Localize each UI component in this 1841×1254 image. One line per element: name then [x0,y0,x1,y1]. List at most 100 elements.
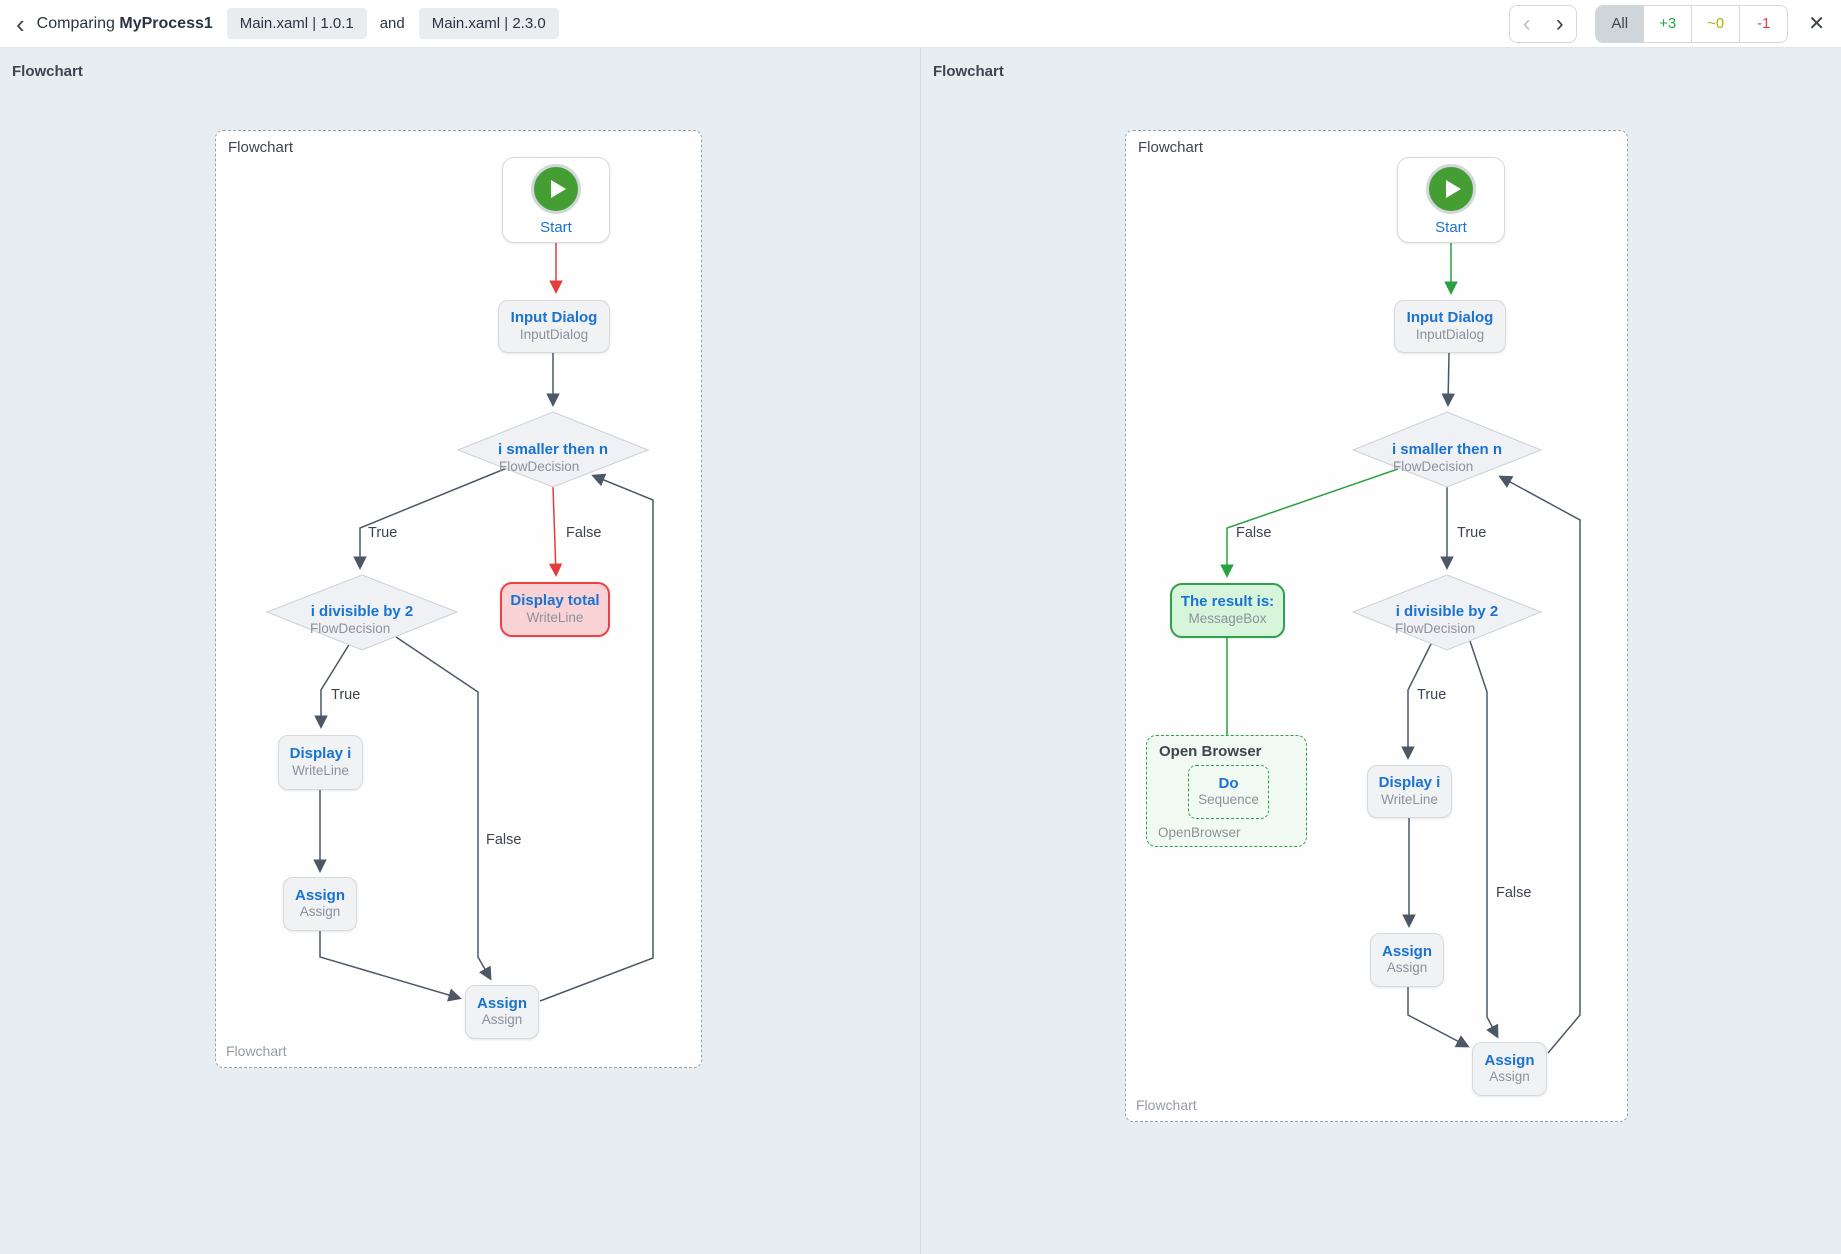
back-icon[interactable]: ‹ [16,8,25,39]
node-message-box-added[interactable]: The result is: MessageBox [1170,583,1285,638]
decision-title: i divisible by 2 [1396,603,1499,620]
filter-all-button[interactable]: All [1596,5,1644,42]
edge-decision2-false [1469,640,1499,1039]
node-input-dialog[interactable]: Input Dialog InputDialog [498,300,610,353]
decision-subtitle: FlowDecision [1393,459,1473,474]
panel-heading: Flowchart [933,63,1004,80]
panel-version-left: Flowchart Flowchart Flowchart i smaller … [0,0,920,1254]
node-input-dialog[interactable]: Input Dialog InputDialog [1394,300,1506,353]
node-title: Assign [476,994,527,1012]
node-assign-2[interactable]: Assign Assign [465,985,539,1039]
open-browser-title: Open Browser [1159,743,1262,760]
panel-heading: Flowchart [12,63,83,80]
edge-label-false: False [486,832,521,848]
node-subtitle: Assign [1386,960,1428,976]
node-title: Input Dialog [510,309,598,327]
node-subtitle: Sequence [1198,792,1259,808]
node-display-i[interactable]: Display i WriteLine [278,735,363,790]
play-icon [1426,164,1476,214]
start-label: Start [1435,219,1467,236]
node-start[interactable]: Start [502,157,610,243]
edge-label-false: False [566,525,601,541]
edge-decision2-false [395,636,492,981]
node-subtitle: MessageBox [1188,610,1267,626]
edge-loopback [539,473,654,1002]
diff-filter-group: All +3 ~0 -1 [1595,4,1789,43]
edge-assign-to-assign [1407,987,1470,1048]
node-subtitle: Assign [1489,1069,1530,1085]
node-display-i[interactable]: Display i WriteLine [1367,765,1452,818]
edge-decision1-true [353,467,508,570]
filter-removed-button[interactable]: -1 [1739,5,1787,42]
decision-i-divisible-by-2[interactable] [265,574,459,651]
panel-divider [920,48,921,1254]
node-subtitle: WriteLine [526,609,584,625]
diff-nav-group: ‹ › [1509,4,1578,43]
edge-label-true: True [1417,687,1446,703]
node-title: Assign [1381,942,1432,960]
filter-modified-button[interactable]: ~0 [1691,5,1739,42]
open-browser-footer: OpenBrowser [1158,825,1241,840]
edge-label-false: False [1236,525,1271,541]
node-subtitle: Assign [481,1012,523,1028]
edge-inputdialog-to-decision [1441,352,1455,407]
node-do-sequence[interactable]: Do Sequence [1188,765,1269,819]
node-subtitle: WriteLine [292,762,349,778]
edge-decision2-true [314,642,351,729]
decision-title: i divisible by 2 [311,603,414,620]
node-subtitle: WriteLine [1381,791,1438,807]
node-title: Display total [510,592,600,610]
conjunction-text: and [379,15,405,32]
node-display-total-removed[interactable]: Display total WriteLine [500,582,610,637]
right-flowchart-canvas: i smaller then n FlowDecision i divisibl… [1220,243,1581,1054]
edge-loopback [1498,475,1581,1054]
frame-label-top: Flowchart [1138,139,1204,156]
decision-subtitle: FlowDecision [499,459,579,474]
play-icon [531,164,581,214]
version-badge-right[interactable]: Main.xaml | 2.3.0 [418,8,559,39]
frame-label-top: Flowchart [228,139,294,156]
node-subtitle: Assign [299,904,341,920]
decision-i-smaller-then-n[interactable] [1351,411,1543,488]
node-title: Display i [1378,774,1441,792]
node-assign-1[interactable]: Assign Assign [283,877,357,931]
decision-subtitle: FlowDecision [1395,621,1475,636]
node-start[interactable]: Start [1397,157,1505,243]
node-title: The result is: [1180,593,1275,611]
edge-assign-to-assign [319,931,462,1002]
node-subtitle: InputDialog [519,326,589,342]
decision-i-divisible-by-2[interactable] [1351,574,1543,651]
open-browser-container-added[interactable]: Open Browser Do Sequence OpenBrowser [1146,735,1307,847]
page-title-prefix: Comparing [36,14,120,32]
panel-version-right: Flowchart Flowchart Flowchart i smaller … [921,0,1841,1254]
top-bar: ‹ Comparing MyProcess1 Main.xaml | 1.0.1… [0,0,1841,48]
version-badge-left[interactable]: Main.xaml | 1.0.1 [226,8,367,39]
edge-decision2-true [1401,641,1433,760]
node-title: Assign [1484,1051,1535,1069]
node-assign-2[interactable]: Assign Assign [1472,1042,1547,1096]
prev-diff-button[interactable]: ‹ [1522,9,1531,37]
node-assign-1[interactable]: Assign Assign [1370,933,1444,987]
node-title: Input Dialog [1406,309,1494,327]
start-label: Start [540,219,572,236]
node-title: Display i [289,745,352,763]
process-name: MyProcess1 [119,14,213,32]
next-diff-button[interactable]: › [1555,9,1564,37]
decision-subtitle: FlowDecision [310,621,390,636]
decision-title: i smaller then n [498,441,608,458]
frame-label-bottom: Flowchart [226,1043,287,1059]
edge-label-true: True [331,687,360,703]
filter-added-button[interactable]: +3 [1643,5,1691,42]
edge-decision1-false-removed [548,486,563,577]
close-icon[interactable]: ✕ [1808,13,1825,35]
node-title: Assign [294,886,345,904]
node-subtitle: InputDialog [1415,326,1485,342]
edge-label-false: False [1496,885,1531,901]
node-title: Do [1218,774,1239,792]
left-flowchart-canvas: i smaller then n FlowDecision i divisibl… [265,243,654,1002]
edge-label-true: True [1457,525,1486,541]
edge-label-true: True [368,525,397,541]
frame-label-bottom: Flowchart [1136,1097,1197,1113]
decision-title: i smaller then n [1392,441,1502,458]
decision-i-smaller-then-n[interactable] [456,411,650,488]
